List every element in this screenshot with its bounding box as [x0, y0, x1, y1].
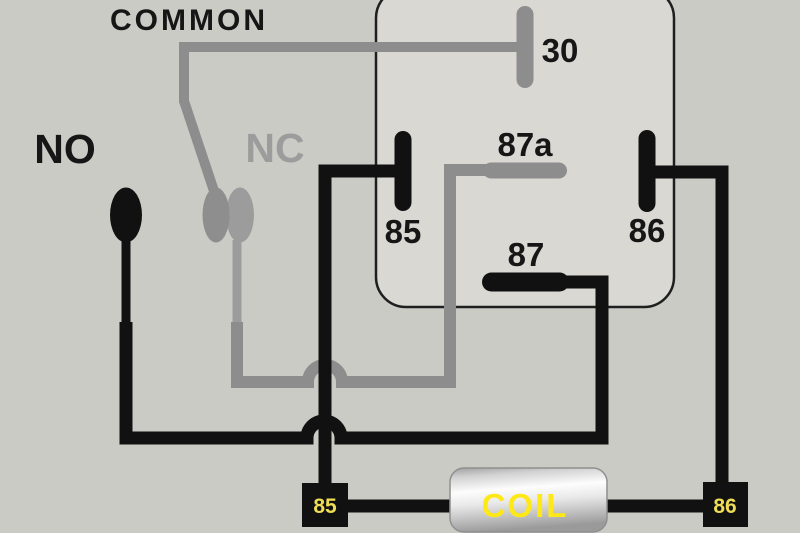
pin-85-blade: [394, 131, 412, 211]
pin-30-label: 30: [542, 32, 579, 69]
pin-86-label: 86: [629, 212, 666, 249]
wire-nc-contact-stem: [232, 240, 242, 326]
no-label: NO: [34, 126, 96, 172]
terminal-86-label: 86: [713, 495, 736, 518]
pin-87a-blade: [483, 162, 567, 179]
terminal-85-box: [302, 483, 348, 527]
terminal-85-label: 85: [313, 495, 337, 518]
armature-contact-dot: [202, 187, 230, 243]
nc-label: NC: [245, 125, 304, 171]
pin-87a-label: 87a: [497, 126, 553, 163]
coil-box: [449, 467, 608, 533]
pin-87-label: 87: [508, 236, 545, 273]
wire-switch-armature: [179, 99, 219, 193]
no-contact-dot: [110, 187, 142, 243]
nc-contact-dot: [226, 187, 254, 243]
pin-87-blade: [482, 272, 569, 292]
wire-pin86-to-terminal86: [650, 165, 729, 488]
pin-86-blade: [638, 130, 656, 212]
pin-85-label: 85: [385, 213, 422, 250]
common-label: COMMON: [110, 4, 268, 37]
wire-no-contact-stem: [121, 238, 131, 326]
wire-pin85-to-terminal85: [318, 164, 398, 490]
terminal-86-box: [703, 482, 748, 527]
wire-common-to-pin30: [179, 42, 520, 103]
coil-label: COIL: [482, 487, 569, 524]
pin-30-blade: [516, 6, 534, 88]
